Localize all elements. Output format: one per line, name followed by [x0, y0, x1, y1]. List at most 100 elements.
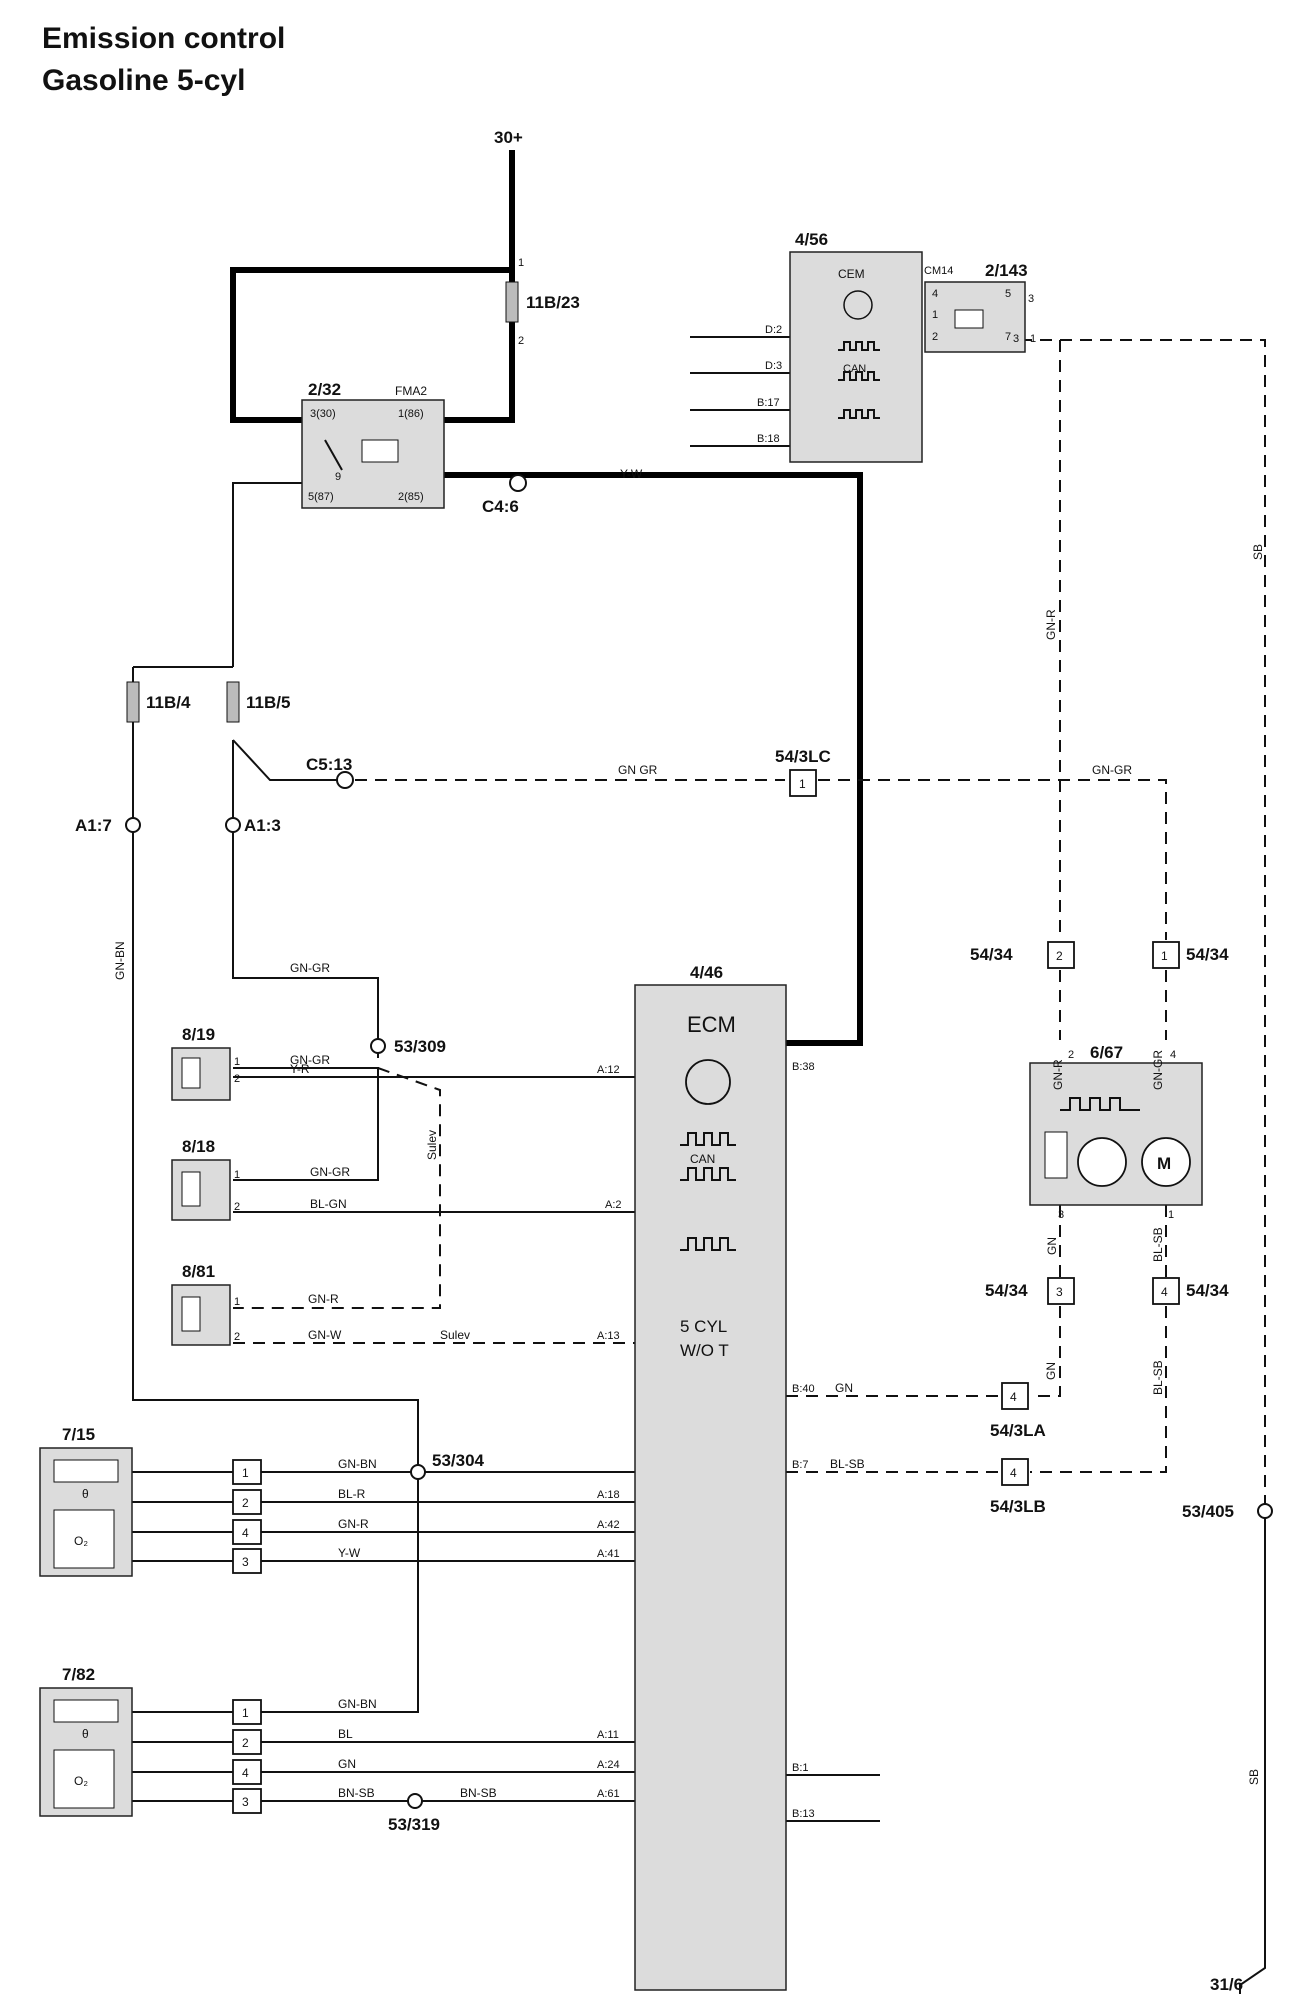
- wire-gn-bn-main: [132, 830, 419, 1472]
- fuse-pin-1: 1: [518, 257, 524, 269]
- relay-coil-icon: [361, 439, 399, 463]
- junction-54-34-c: 3 54/34: [985, 1277, 1075, 1305]
- wire-11b5-c513: [232, 739, 345, 781]
- relay2-pin-5: 5: [1005, 288, 1011, 300]
- cm-pin-4: 4: [932, 288, 938, 300]
- wire-label-gn-gr-2: GN-GR: [1092, 763, 1132, 777]
- main-relay: 2/32 FMA2 3(30) 1(86) 5(87) 2(85) 9: [301, 380, 445, 509]
- junction-54-34-b-pin: 1: [1161, 949, 1168, 963]
- relay-pin-1: 1(86): [398, 408, 424, 420]
- junction-54-34-c-id: 54/34: [985, 1281, 1028, 1300]
- wire-label-gn-bn-1: GN-BN: [338, 1457, 377, 1471]
- junction-54-3la-pin: 4: [1010, 1390, 1017, 1404]
- wire-colour-labels: Y-W GN GR GN-GR GN-GR GN-GR GN-GR Y-R BL…: [113, 467, 1265, 1800]
- relay2-pin-1: 1: [1030, 333, 1036, 345]
- theta-label: θ: [82, 1727, 89, 1741]
- wire-sulev: [233, 1067, 441, 1309]
- fuse-label-11b5: 11B/5: [246, 693, 290, 712]
- ecm-variant-1: 5 CYL: [680, 1317, 727, 1336]
- wire-label-sb-v: SB: [1251, 544, 1265, 560]
- ecm-pin-a18: A:18: [597, 1489, 620, 1501]
- wire-gn-bn-7-82: [263, 1478, 419, 1713]
- cem-pin-d3: D:3: [765, 360, 782, 372]
- wire-sb-cem: [1040, 339, 1266, 1505]
- transistor-icon: [843, 290, 873, 320]
- motor-icon: [1141, 1137, 1191, 1187]
- pump-pin-2: 2: [1068, 1049, 1074, 1061]
- connector-c513-node: [336, 771, 354, 789]
- relay2-coil-icon: [954, 309, 984, 329]
- connector-a13-node: [225, 817, 241, 833]
- o2-sensor-7-15: 7/15 θ O₂ 1 2 4 3: [39, 1425, 262, 1577]
- power-supply-label: 30+: [494, 128, 523, 147]
- cem-pin-b17: B:17: [757, 397, 780, 409]
- relay2-pin-7: 7: [1005, 331, 1011, 343]
- wire-gn-gr-54-34: [818, 779, 1167, 940]
- pump-id: 6/67: [1090, 1043, 1123, 1062]
- wire-label-b40-gn: GN: [835, 1381, 853, 1395]
- pump-pin-3: 3: [1058, 1209, 1064, 1221]
- ecm-pin-b7: B:7: [792, 1459, 809, 1471]
- wire-label-sulev-v: Sulev: [425, 1130, 439, 1160]
- ecm-pin-b38: B:38: [792, 1061, 815, 1073]
- cem-module: 4/56 CEM CAN D:2 D:3 B:17 B:18 CM14: [757, 230, 953, 463]
- ecm-pin-b40: B:40: [792, 1383, 815, 1395]
- o2-label: O₂: [74, 1774, 88, 1788]
- wire-pump-to-54-34: [1059, 1205, 1167, 1278]
- splice-53-309: 53/309: [394, 1037, 446, 1056]
- splice-53-405-icon: [1257, 1503, 1273, 1519]
- wire-ecm-to-3la-3lb: [786, 1395, 1000, 1473]
- junction-54-3la: 4 54/3LA: [990, 1382, 1046, 1440]
- connector-a17-node: [125, 817, 141, 833]
- ecm-module: 4/46 ECM CAN 5 CYL W/O T A:12 A:2 A:13 A…: [597, 963, 815, 1991]
- relay-pin-9: 9: [335, 471, 341, 483]
- junction-54-34-b-id: 54/34: [1186, 945, 1229, 964]
- wire-label-gn-bn-v: GN-BN: [113, 941, 127, 980]
- o2-7-15-pin1: 1: [242, 1466, 249, 1480]
- connector-c46: C4:6: [482, 497, 519, 516]
- junction-54-34-d-id: 54/34: [1186, 1281, 1229, 1300]
- wire-label-b7-bl-sb: BL-SB: [830, 1457, 865, 1471]
- cem-name: CEM: [838, 267, 865, 281]
- ecm-pin-a61: A:61: [597, 1788, 620, 1800]
- ecm-can-signal-icon: [680, 1167, 736, 1181]
- fuse-label-11b23: 11B/23: [526, 293, 580, 312]
- ecm-variant-2: W/O T: [680, 1341, 729, 1360]
- ecm-signal-icon: [680, 1132, 736, 1146]
- cem-pulse-icon: [838, 409, 880, 419]
- relay-pin-3: 3(30): [310, 408, 336, 420]
- ecm-pin-a42: A:42: [597, 1519, 620, 1531]
- ecm-can: CAN: [690, 1152, 715, 1166]
- sensor-8-19-id: 8/19: [182, 1025, 215, 1044]
- splice-53-405: 53/405: [1182, 1502, 1234, 1521]
- wire-relay-to-fuses: [232, 482, 302, 667]
- wire-label-pump-gn: GN: [1045, 1237, 1059, 1255]
- junction-54-34-c-pin: 3: [1056, 1285, 1063, 1299]
- connector-a13: A1:3: [244, 816, 281, 835]
- motor-label: M: [1157, 1154, 1171, 1173]
- relay-name: FMA2: [395, 384, 427, 398]
- o2-sensor-7-82-id: 7/82: [62, 1665, 95, 1684]
- ecm-pin-a12: A:12: [597, 1064, 620, 1076]
- connector-c46-node: [509, 474, 527, 492]
- wire-label-bl: BL: [338, 1727, 353, 1741]
- wire-label-gn-r-2: GN-R: [338, 1517, 369, 1531]
- cem-pin-d2: D:2: [765, 324, 782, 336]
- fuse-pin-2: 2: [518, 335, 524, 347]
- splice-53-319-icon: [407, 1793, 423, 1809]
- theta-label: θ: [82, 1487, 89, 1501]
- splice-53-304: 53/304: [432, 1451, 485, 1470]
- ecm-pin-a24: A:24: [597, 1759, 620, 1771]
- sensor-8-81: 8/81 1 2: [171, 1262, 240, 1346]
- o2-7-15-pin3: 3: [242, 1555, 249, 1569]
- pump-pin-4: 4: [1170, 1049, 1176, 1061]
- sensor-8-81-pin2: 2: [234, 1331, 240, 1343]
- relay-switch-icon: [324, 439, 343, 471]
- relay2-pin-3b: 3: [1013, 333, 1019, 345]
- connector-nodes: C4:6 C5:13 A1:7 A1:3: [75, 474, 527, 835]
- cm-pin-1: 1: [932, 309, 938, 321]
- sensor-8-18-id: 8/18: [182, 1137, 215, 1156]
- diagram-subtitle: Gasoline 5-cyl: [42, 64, 246, 97]
- relay2-pin-3a: 3: [1028, 293, 1034, 305]
